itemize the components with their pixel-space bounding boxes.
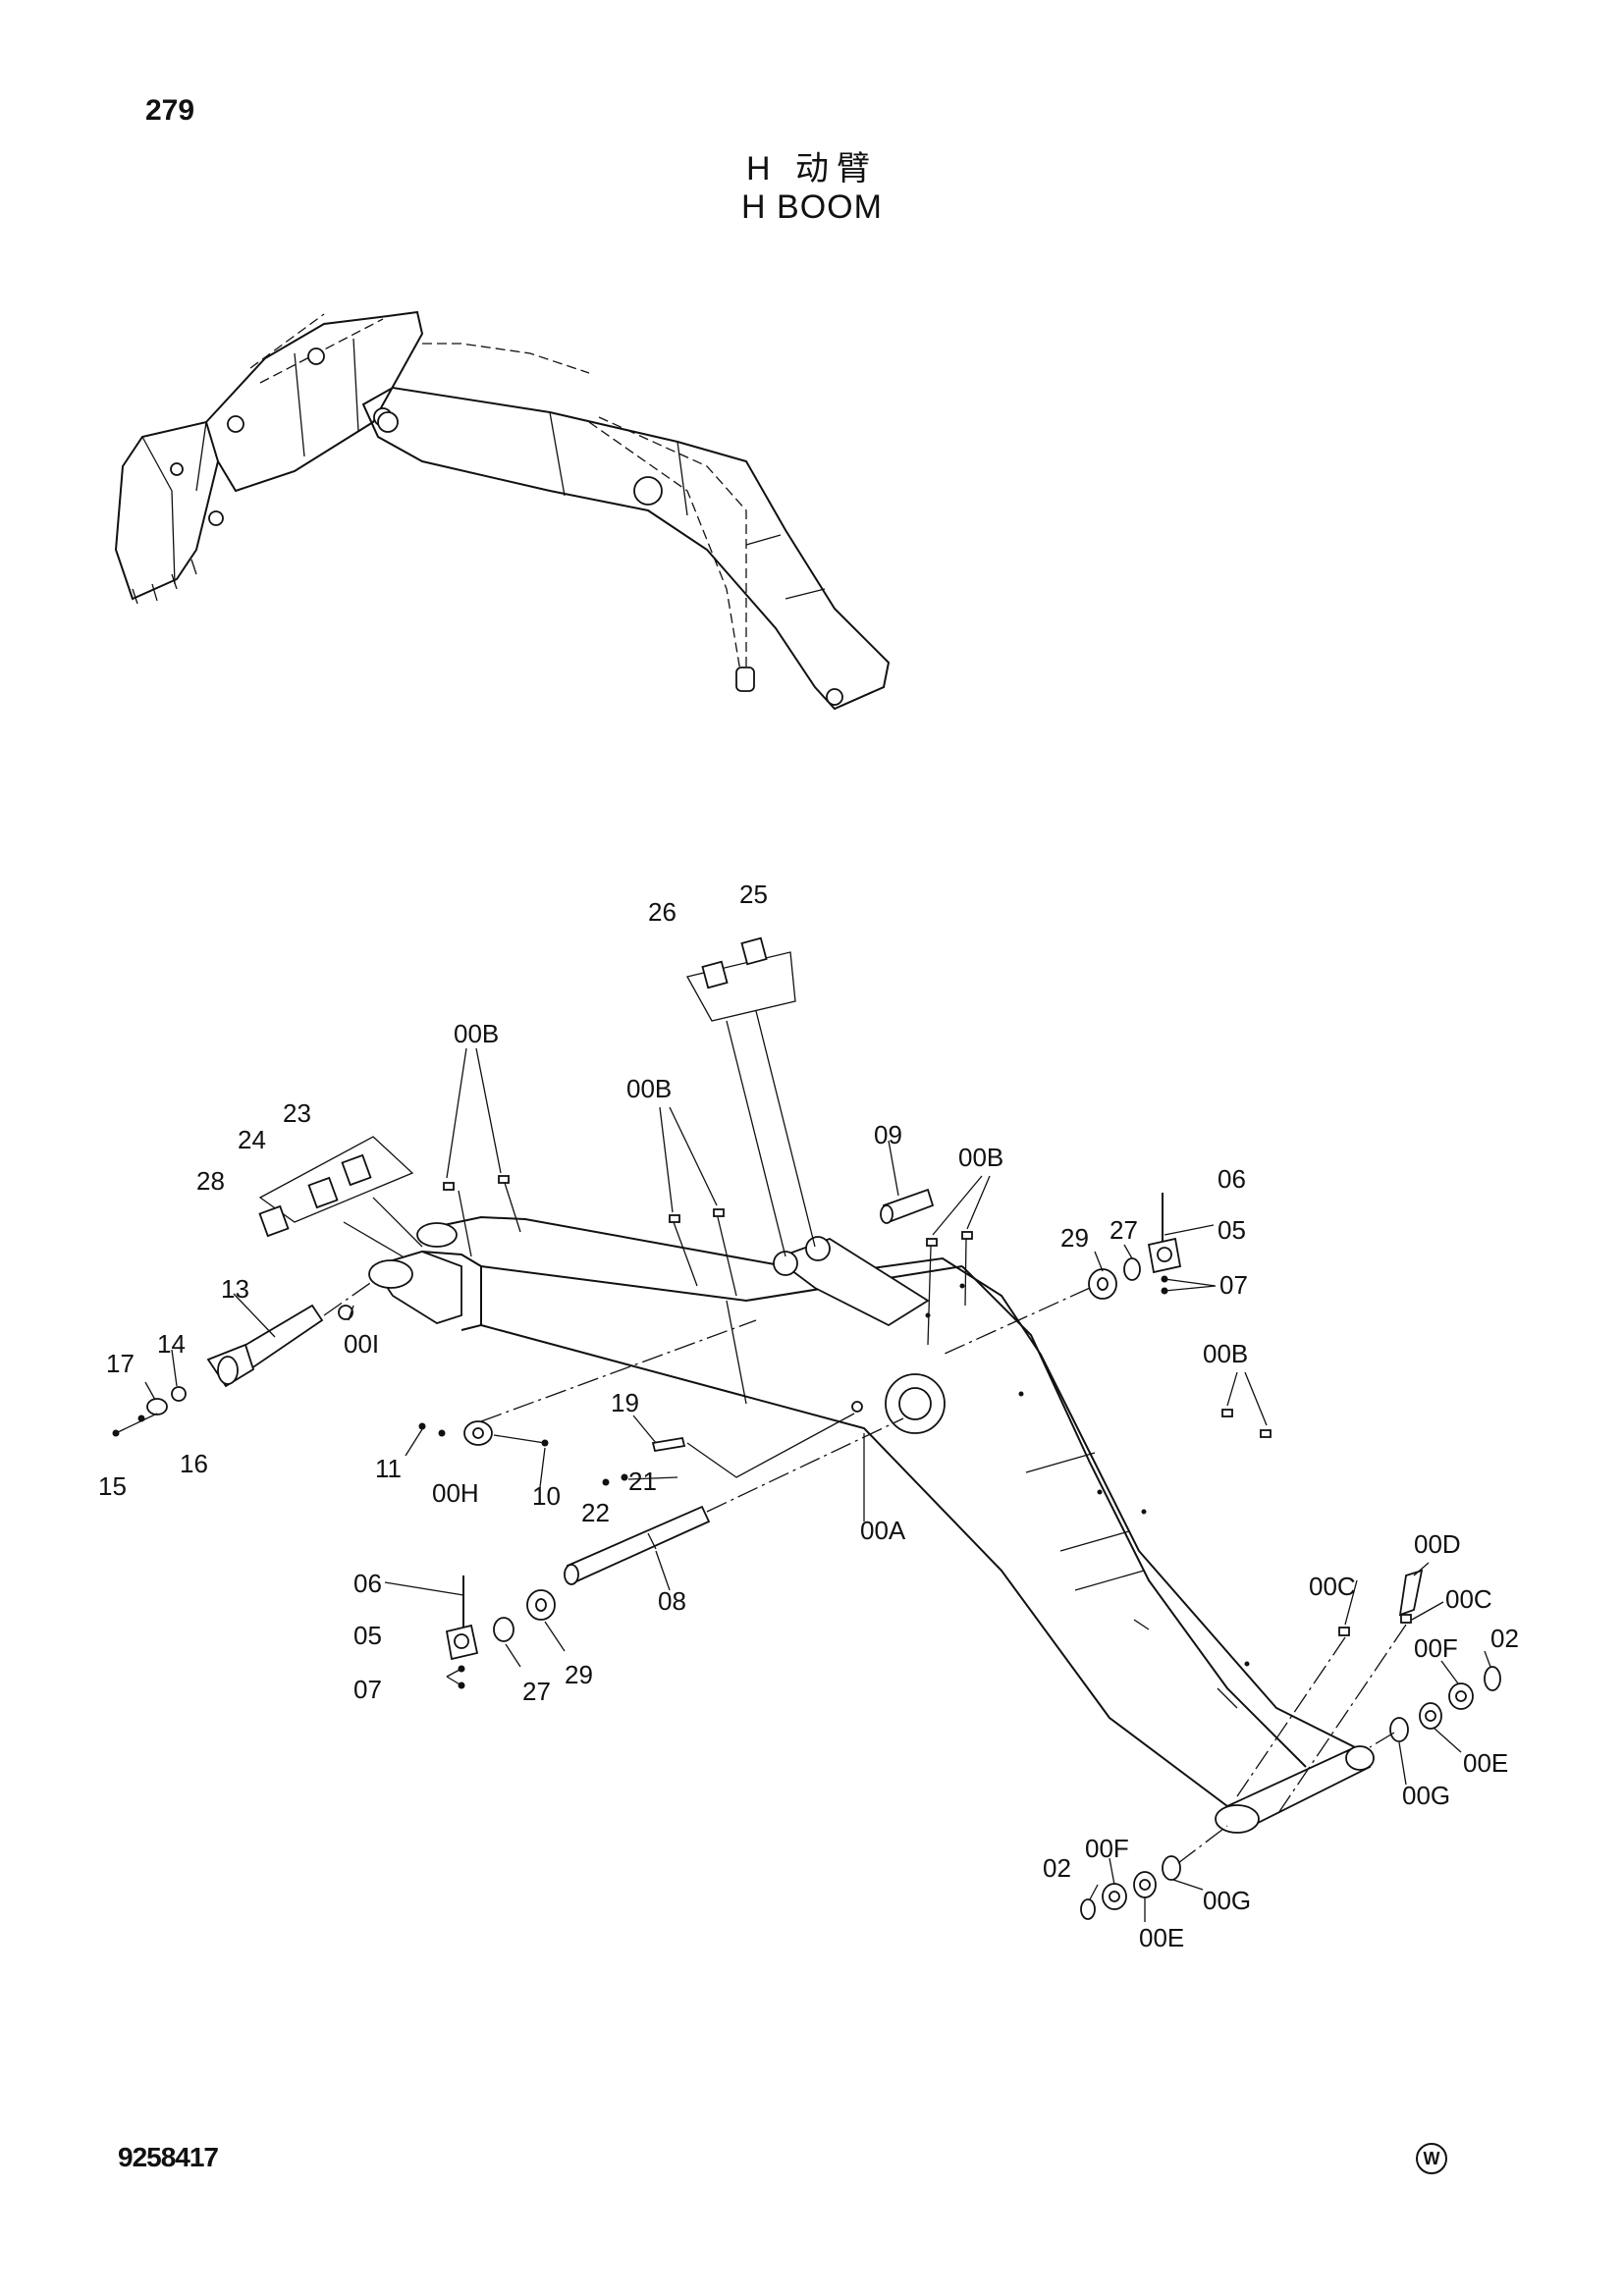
callout-16: 16 <box>180 1449 208 1478</box>
callout-06: 06 <box>1218 1164 1246 1194</box>
overview-illustration <box>114 310 891 711</box>
callout-09: 09 <box>874 1120 902 1149</box>
callout-00C: 00C <box>1309 1572 1356 1601</box>
callout-00G: 00G <box>1402 1781 1450 1810</box>
callout-02: 02 <box>1490 1624 1519 1653</box>
callout-23: 23 <box>283 1098 311 1128</box>
callout-26: 26 <box>648 897 677 927</box>
callout-24: 24 <box>238 1125 266 1154</box>
callout-21: 21 <box>628 1467 657 1496</box>
callout-13: 13 <box>221 1274 249 1304</box>
callout-11: 11 <box>375 1454 402 1483</box>
callout-27: 27 <box>522 1677 551 1706</box>
callout-00G: 00G <box>1203 1886 1251 1915</box>
callout-05: 05 <box>353 1621 382 1650</box>
callout-02: 02 <box>1043 1853 1071 1883</box>
callout-00H: 00H <box>432 1478 479 1508</box>
callout-00B: 00B <box>958 1143 1003 1172</box>
callout-17: 17 <box>106 1349 135 1378</box>
title-chinese: H 动臂 <box>746 150 878 187</box>
callout-00A: 00A <box>860 1516 906 1545</box>
callout-15: 15 <box>98 1471 127 1501</box>
callout-07: 07 <box>353 1675 382 1704</box>
callout-00B: 00B <box>454 1019 499 1048</box>
corner-mark-icon: W <box>1416 2143 1447 2174</box>
callout-22: 22 <box>581 1498 610 1527</box>
callout-00B: 00B <box>1203 1339 1248 1368</box>
exploded-parts <box>112 936 1501 1920</box>
callout-00F: 00F <box>1414 1633 1458 1663</box>
callout-00E: 00E <box>1139 1923 1184 1952</box>
callout-labels: 26 25 00B 00B 00B 00B 23 24 28 09 06 27 … <box>98 880 1519 1952</box>
callout-00E: 00E <box>1463 1748 1508 1778</box>
document-number: 9258417 <box>118 2142 219 2172</box>
callout-29: 29 <box>1060 1223 1089 1253</box>
callout-00F: 00F <box>1085 1834 1129 1863</box>
callout-27: 27 <box>1110 1215 1138 1245</box>
callout-08: 08 <box>658 1586 686 1616</box>
title-english: H BOOM <box>741 188 883 226</box>
callout-00C: 00C <box>1445 1584 1492 1614</box>
callout-06: 06 <box>353 1569 382 1598</box>
callout-29: 29 <box>565 1660 593 1689</box>
leader-lines <box>144 1047 1491 1922</box>
callout-00D: 00D <box>1414 1529 1461 1559</box>
callout-19: 19 <box>611 1388 639 1417</box>
callout-28: 28 <box>196 1166 225 1196</box>
page-number: 279 <box>145 94 195 127</box>
callout-05: 05 <box>1218 1215 1246 1245</box>
callout-25: 25 <box>739 880 768 909</box>
callout-07: 07 <box>1219 1270 1248 1300</box>
callout-10: 10 <box>532 1481 561 1511</box>
callout-14: 14 <box>157 1329 186 1359</box>
callout-00B: 00B <box>626 1074 672 1103</box>
callout-00I: 00I <box>344 1329 379 1359</box>
